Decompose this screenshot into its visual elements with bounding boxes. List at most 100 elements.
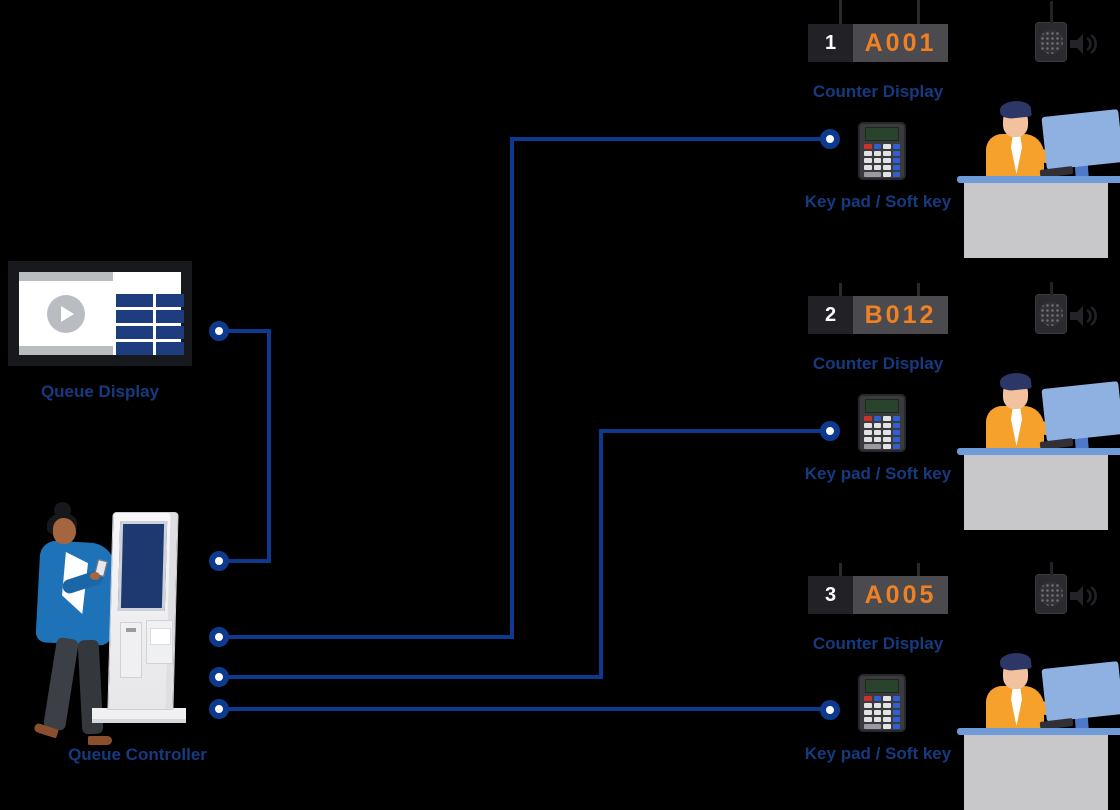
agent-hair	[999, 99, 1032, 120]
queue-table-grid	[115, 294, 184, 355]
queue-table-cell	[115, 310, 154, 323]
keypad-button	[864, 703, 872, 708]
keypad-label: Key pad / Soft key	[804, 192, 952, 211]
keypad-button	[883, 423, 891, 428]
connector-dot	[209, 551, 229, 571]
connector-line	[219, 559, 271, 563]
speaker-icon	[1035, 282, 1067, 334]
keypad-button	[892, 151, 900, 156]
counter-number: 1	[808, 24, 853, 62]
keypad-button	[892, 430, 900, 435]
connector-dot	[209, 627, 229, 647]
keypad-button	[883, 710, 891, 715]
keypad-button	[864, 165, 872, 170]
connector-line	[599, 429, 603, 679]
queue-display-label: Queue Display	[40, 382, 160, 401]
desk-panel	[964, 455, 1108, 530]
ticket-code: A001	[853, 24, 948, 62]
keypad-button	[873, 423, 881, 428]
keypad-button	[864, 430, 872, 435]
speaker-icon	[1035, 562, 1067, 614]
connector-line	[219, 635, 514, 639]
keypad-button	[864, 416, 872, 421]
keypad-button	[892, 710, 900, 715]
counter-unit-2: 2 B012 Counter Display Key pad / Soft ke…	[800, 272, 1120, 544]
keypad-button	[883, 416, 891, 421]
counter-unit-3: 3 A005 Counter Display Key pad / Soft ke…	[800, 552, 1120, 810]
hanging-wire	[917, 563, 920, 576]
monitor-icon	[1041, 109, 1120, 170]
keypad-icon	[858, 122, 906, 180]
hanging-wire	[1050, 282, 1053, 295]
keypad-button	[873, 144, 881, 149]
keypad-button	[883, 444, 891, 449]
counter-unit-1: 1 A001 Counter Display Key pad / Soft ke…	[800, 0, 1120, 272]
keypad-button	[892, 165, 900, 170]
keypad-button	[883, 158, 891, 163]
agent-tie	[1011, 408, 1022, 446]
keypad-button	[873, 717, 881, 722]
keypad-icon	[858, 394, 906, 452]
keypad-button	[892, 444, 900, 449]
hanging-wire	[839, 563, 842, 576]
queue-table-cell	[156, 294, 184, 307]
queue-table-cell	[156, 342, 184, 355]
hanging-wire	[839, 283, 842, 296]
keypad-label: Key pad / Soft key	[804, 464, 952, 483]
connector-line	[599, 429, 830, 433]
counter-sign: 1 A001	[808, 0, 948, 62]
woman-face	[53, 518, 76, 544]
desk-top	[957, 448, 1120, 455]
keypad-button	[883, 717, 891, 722]
volume-icon	[1070, 34, 1097, 54]
kiosk-touchscreen	[117, 521, 168, 611]
keypad-button	[873, 165, 881, 170]
keypad-button	[883, 437, 891, 442]
kiosk-card-slot	[120, 622, 142, 678]
keypad-button	[892, 144, 900, 149]
connector-dot	[820, 700, 840, 720]
keypad-button	[883, 165, 891, 170]
connector-line	[219, 675, 603, 679]
keypad-button	[892, 703, 900, 708]
keypad-button	[864, 710, 872, 715]
monitor-icon	[1041, 381, 1120, 442]
keypad-buttons	[864, 696, 900, 729]
keypad-buttons	[864, 416, 900, 449]
queue-display-screen	[8, 261, 192, 366]
ticket-code: A005	[853, 576, 948, 614]
keypad-button	[883, 144, 891, 149]
keypad-button	[873, 416, 881, 421]
woman-shoe	[88, 736, 112, 745]
keypad-buttons	[864, 144, 900, 177]
keypad-button	[892, 437, 900, 442]
play-icon	[46, 294, 85, 333]
keypad-screen	[865, 127, 899, 141]
video-player	[19, 272, 113, 355]
counter-number: 2	[808, 296, 853, 334]
keypad-button	[892, 172, 900, 177]
keypad-button	[873, 437, 881, 442]
keypad-screen	[865, 399, 899, 413]
keypad-button	[892, 416, 900, 421]
desk-top	[957, 176, 1120, 183]
keypad-button	[864, 158, 872, 163]
keypad-button	[892, 696, 900, 701]
queue-table-cell	[115, 342, 154, 355]
connector-dot	[820, 129, 840, 149]
video-bottom-bar	[19, 346, 113, 355]
monitor-icon	[1041, 661, 1120, 722]
agent-hair	[999, 651, 1032, 672]
connector-line	[510, 137, 514, 639]
connector-line	[219, 707, 830, 711]
keypad-button	[873, 151, 881, 156]
kiosk-ticket	[150, 628, 171, 645]
keypad-button	[883, 430, 891, 435]
keypad-button	[864, 717, 872, 722]
ticket-code: B012	[853, 296, 948, 334]
desk-panel	[964, 183, 1108, 258]
keypad-button	[892, 158, 900, 163]
connector-dot	[209, 667, 229, 687]
keypad-button	[864, 696, 872, 701]
keypad-button	[864, 437, 872, 442]
